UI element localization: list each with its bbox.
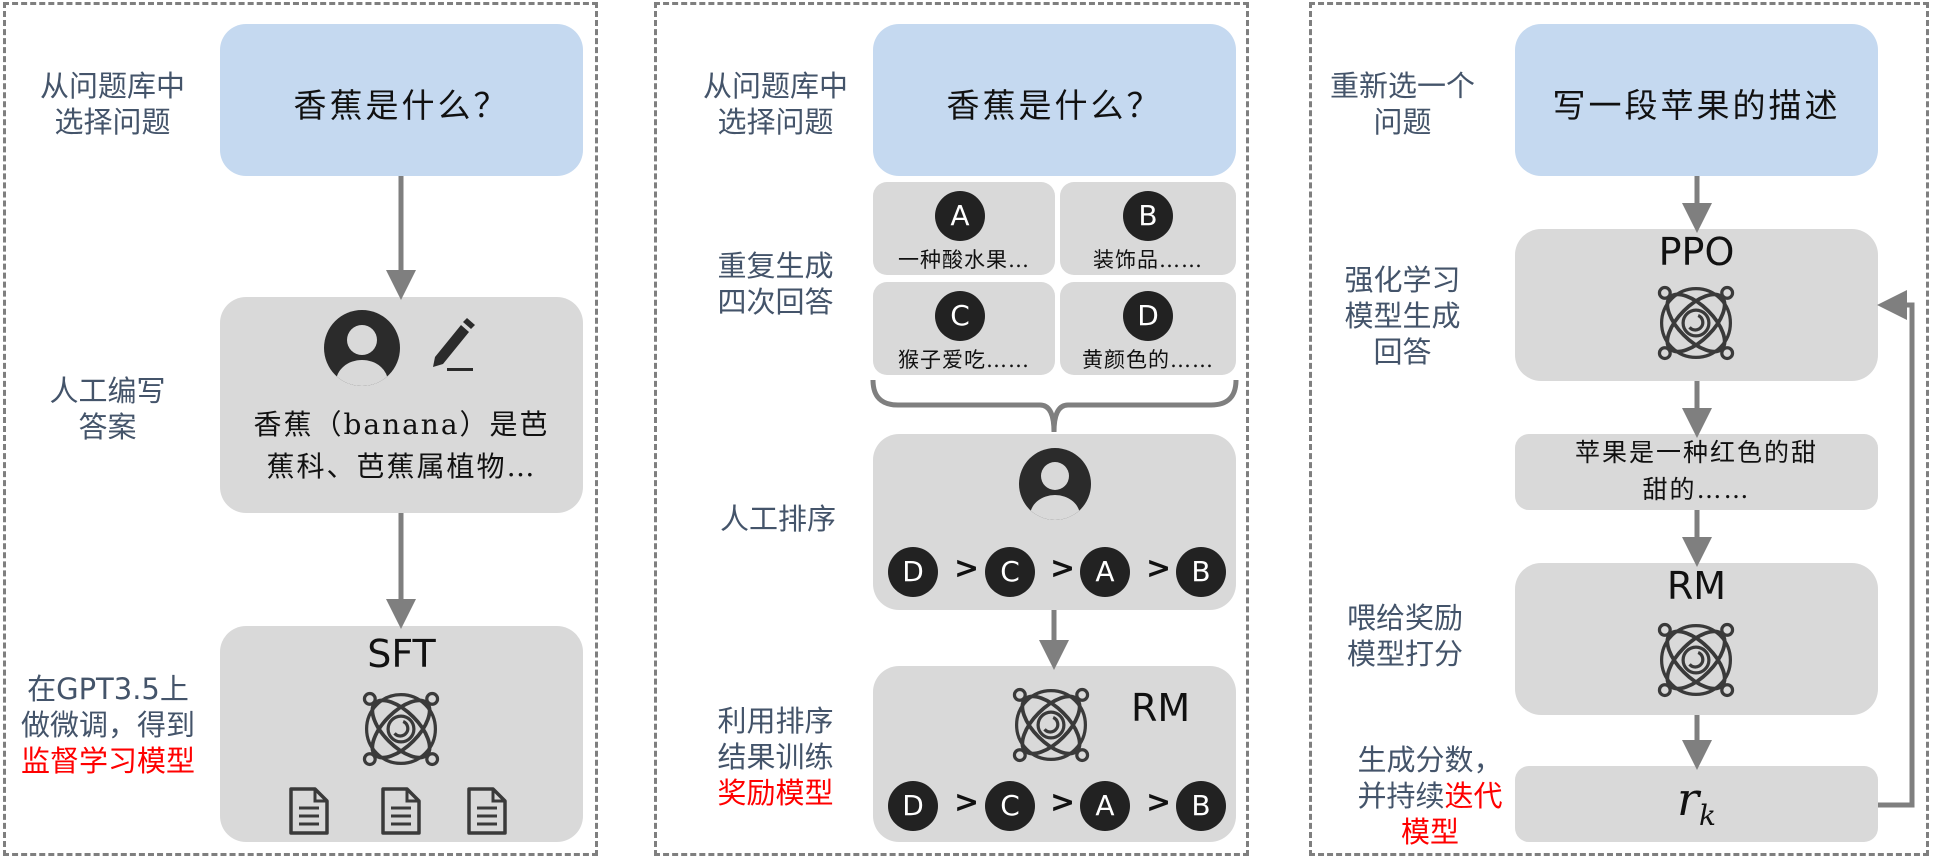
p2-step2-label: 重复生成 四次回答 — [717, 249, 834, 319]
reward-subscript: k — [1699, 799, 1716, 833]
answer-text-d: 黄颜色的…… — [1082, 348, 1214, 372]
answer-text-b: 装饰品…… — [1093, 248, 1203, 272]
p3-step2-label: 强化学习 模型生成 回答 — [1344, 263, 1461, 369]
rank-badge-3: A — [1080, 547, 1130, 597]
panel-rm — [654, 2, 1249, 856]
rank-separator-2: > — [1050, 785, 1076, 820]
p3-step4-label-highlight: 迭代 模型 — [1400, 779, 1503, 849]
answer-badge-c: C — [935, 291, 985, 341]
rank-badge-4: B — [1176, 781, 1226, 831]
user-icon — [1019, 448, 1091, 520]
answer-badge-d: D — [1123, 291, 1173, 341]
rank-badge-1: D — [888, 547, 938, 597]
p2-rm-box: RM D > C > A > B — [873, 666, 1236, 842]
rank-separator-3: > — [1146, 551, 1172, 586]
p3-answer-line1: 苹果是一种红色的甜 — [1574, 438, 1818, 467]
p1-step1-label: 从问题库中 选择问题 — [39, 69, 185, 139]
rank-separator-3: > — [1146, 785, 1172, 820]
p3-step1-label: 重新选一个 问题 — [1329, 69, 1475, 139]
p3-rm-title: RM — [1666, 564, 1727, 608]
p2-step1-label: 从问题库中 选择问题 — [702, 69, 848, 139]
p1-step3-label-highlight: 监督学习模型 — [20, 744, 195, 778]
rank-badge-3: A — [1080, 781, 1130, 831]
p3-answer-box: 苹果是一种红色的甜 甜的…… — [1515, 434, 1878, 510]
p1-question-text: 香蕉是什么？ — [293, 86, 510, 125]
panel-ppo — [1309, 2, 1929, 856]
p2-question-box: 香蕉是什么？ — [873, 24, 1236, 176]
answer-text-a: 一种酸水果… — [898, 248, 1030, 272]
reward-symbol: r — [1677, 772, 1700, 826]
p2-step4-label: 利用排序 结果训练 奖励模型 — [693, 703, 858, 811]
user-icon — [324, 310, 400, 386]
p2-step4-label-highlight: 奖励模型 — [717, 776, 834, 810]
p2-answer-a: A 一种酸水果… — [873, 182, 1055, 275]
rank-badge-2: C — [985, 547, 1035, 597]
p3-answer-line2: 甜的…… — [1642, 475, 1751, 504]
answer-text-c: 猴子爱吃…… — [898, 348, 1030, 372]
p1-step2-label: 人工编写 答案 — [49, 374, 166, 444]
p2-step3-label: 人工排序 — [719, 502, 836, 536]
p1-step3-label-text: 在GPT3.5上 做微调，得到 — [20, 672, 195, 742]
p3-reward-box: rk — [1515, 766, 1878, 842]
answer-badge-b: B — [1123, 191, 1173, 241]
p3-step4-label-text: 生成分数， 并持续 — [1357, 743, 1503, 813]
rank-separator-1: > — [954, 785, 980, 820]
p1-step3-label: 在GPT3.5上 做微调，得到 监督学习模型 — [8, 671, 208, 779]
model-icon — [1656, 620, 1736, 700]
p3-ppo-title: PPO — [1658, 230, 1735, 274]
model-icon — [1011, 685, 1091, 765]
rank-separator-1: > — [954, 551, 980, 586]
model-icon — [361, 689, 441, 769]
rank-badge-1: D — [888, 781, 938, 831]
p2-rm-title: RM — [1131, 686, 1191, 730]
document-icon — [467, 787, 507, 835]
p3-question-box: 写一段苹果的描述 — [1515, 24, 1878, 176]
model-icon — [1656, 283, 1736, 363]
p2-ranking-box: D > C > A > B — [873, 434, 1236, 610]
p3-step3-label: 喂给奖励 模型打分 — [1346, 601, 1463, 671]
p3-step4-label: 生成分数， 并持续迭代 模型 — [1345, 742, 1515, 850]
pen-icon — [433, 318, 475, 371]
p1-sft-box: SFT — [220, 626, 583, 842]
rank-badge-4: B — [1176, 547, 1226, 597]
p2-answer-b: B 装饰品…… — [1060, 182, 1236, 275]
p3-question-text: 写一段苹果的描述 — [1552, 86, 1841, 125]
document-icon — [381, 787, 421, 835]
p1-answer-box: 香蕉（banana）是芭 蕉科、芭蕉属植物… — [220, 297, 583, 513]
p3-rm-box: RM — [1515, 563, 1878, 715]
p2-answer-c: C 猴子爱吃…… — [873, 282, 1055, 375]
p1-answer-line1: 香蕉（banana）是芭 — [253, 408, 550, 441]
p1-sft-title: SFT — [367, 632, 436, 676]
p1-question-box: 香蕉是什么？ — [220, 24, 583, 176]
p3-ppo-box: PPO — [1515, 229, 1878, 381]
rank-badge-2: C — [985, 781, 1035, 831]
reward-formula: rk — [1515, 772, 1878, 832]
answer-badge-a: A — [935, 191, 985, 241]
p2-step4-label-text: 利用排序 结果训练 — [717, 704, 834, 774]
panel-sft — [3, 2, 598, 856]
p2-question-text: 香蕉是什么？ — [946, 86, 1163, 125]
document-icon — [289, 787, 329, 835]
p2-answer-d: D 黄颜色的…… — [1060, 282, 1236, 375]
p1-answer-line2: 蕉科、芭蕉属植物… — [266, 450, 537, 483]
rank-separator-2: > — [1050, 551, 1076, 586]
